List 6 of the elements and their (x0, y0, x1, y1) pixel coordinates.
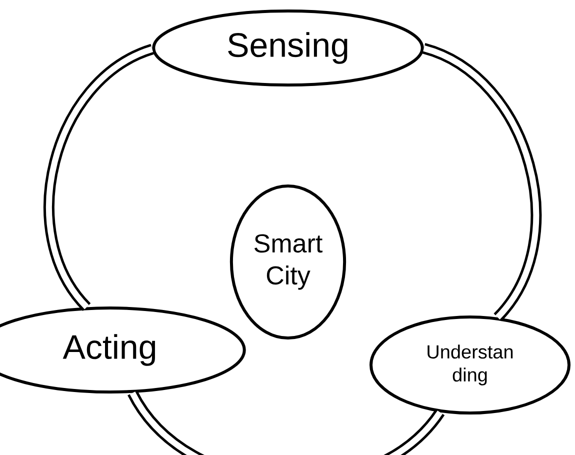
ring-arc (44, 44, 154, 311)
ellipse-node: Understan ding (370, 316, 570, 414)
ring-arc (128, 390, 444, 455)
ellipse-node: Smart City (230, 184, 346, 340)
ring-arc (422, 43, 542, 321)
ellipse-node: Sensing (152, 10, 424, 86)
